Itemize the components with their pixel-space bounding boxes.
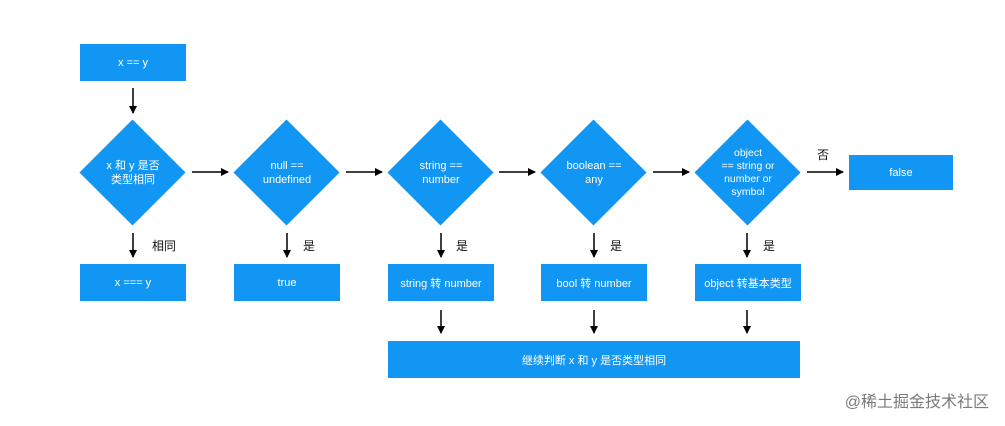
false-node-label: false (889, 166, 913, 179)
bool-to-number-label: bool 转 number (556, 277, 632, 290)
yes-label-string: 是 (456, 239, 469, 253)
continue-node: 继续判断 x 和 y 是否类型相同 (388, 341, 800, 378)
yes-label-boolean: 是 (610, 239, 623, 253)
null-undefined-diamond: null == undefined (233, 119, 340, 226)
no-label-object: 否 (817, 148, 830, 162)
yes-label-object: 是 (763, 239, 776, 253)
start-node-label: x == y (118, 56, 148, 69)
false-node: false (849, 155, 953, 190)
boolean-any-label: boolean == any (566, 160, 622, 186)
string-to-number-node: string 转 number (388, 264, 494, 301)
string-number-label: string == number (419, 160, 463, 186)
continue-node-label: 继续判断 x 和 y 是否类型相同 (521, 354, 667, 367)
object-primitive-label: object == string or number or symbol (721, 147, 775, 198)
object-to-primitive-label: object 转基本类型 (704, 277, 792, 290)
strict-equal-node: x === y (80, 264, 186, 301)
same-type-label: 相同 (152, 239, 177, 253)
true-node: true (234, 264, 340, 301)
type-check-diamond: x 和 y 是否 类型相同 (79, 119, 186, 226)
object-to-primitive-node: object 转基本类型 (695, 264, 801, 301)
object-primitive-diamond: object == string or number or symbol (694, 119, 801, 226)
boolean-any-diamond: boolean == any (540, 119, 647, 226)
type-check-label: x 和 y 是否 类型相同 (106, 160, 160, 186)
bool-to-number-node: bool 转 number (541, 264, 647, 301)
strict-equal-label: x === y (114, 276, 152, 289)
yes-label-null: 是 (303, 239, 316, 253)
string-to-number-label: string 转 number (400, 277, 482, 290)
string-number-diamond: string == number (387, 119, 494, 226)
start-node: x == y (80, 44, 186, 81)
watermark: @稀土掘金技术社区 (844, 394, 989, 411)
true-node-label: true (277, 276, 297, 289)
null-undefined-label: null == undefined (262, 160, 312, 186)
